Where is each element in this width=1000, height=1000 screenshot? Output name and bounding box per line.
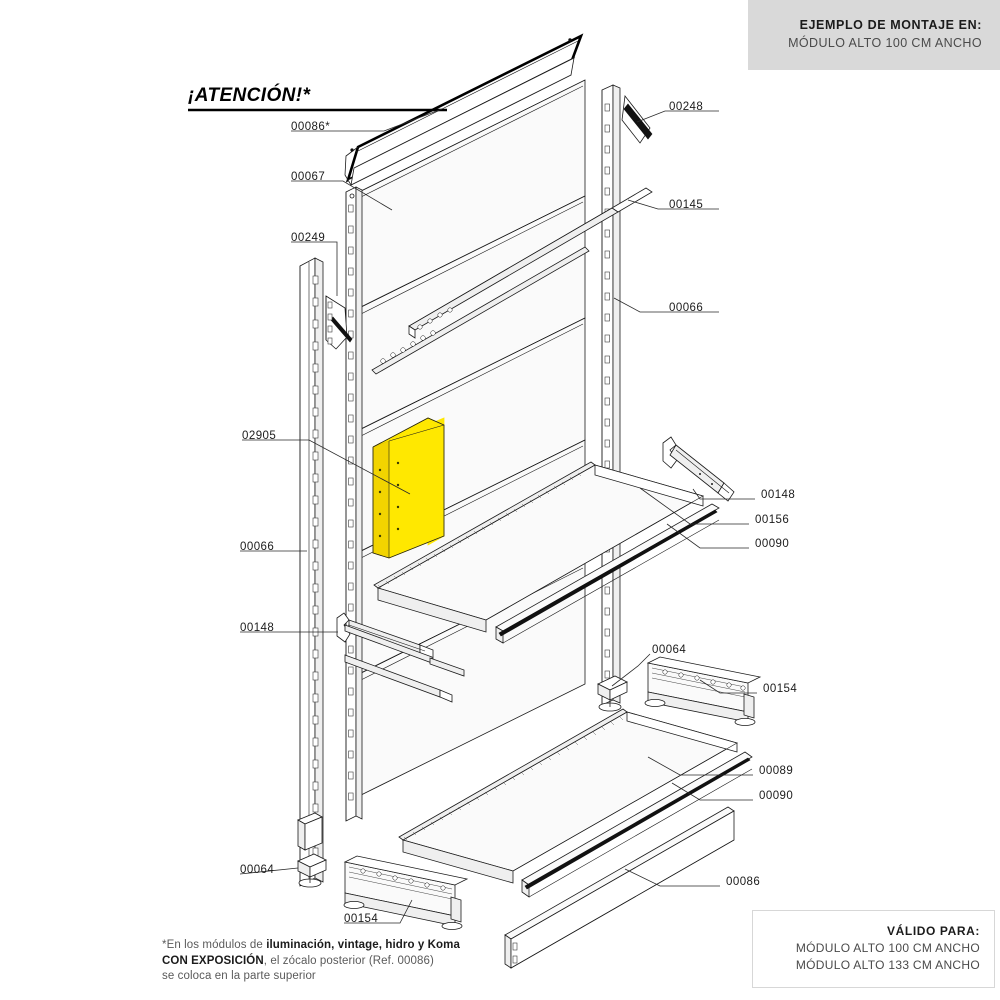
callout-label-00154: 00154	[344, 913, 379, 925]
callout-label-00067: 00067	[291, 171, 326, 183]
valid-for-line-2: MÓDULO ALTO 133 CM ANCHO	[795, 958, 980, 972]
callout-label-00148: 00148	[240, 622, 275, 634]
callout-label-00145: 00145	[669, 199, 704, 211]
callout-label-00064: 00064	[240, 864, 275, 876]
callout-label-00148: 00148	[761, 489, 796, 501]
part-00064-foot-left	[297, 853, 327, 888]
valid-for-box: VÁLIDO PARA: MÓDULO ALTO 100 CM ANCHO MÓ…	[752, 910, 995, 988]
footnote-text: *En los módulos de iluminación, vintage,…	[162, 938, 502, 985]
slat-rail-upper	[371, 246, 590, 375]
header-subtitle: MÓDULO ALTO 100 CM ANCHO	[788, 36, 982, 50]
callout-label-00066: 00066	[669, 302, 704, 314]
part-00090-plank-bottom	[521, 751, 753, 898]
part-00148-hook-right	[662, 436, 735, 502]
valid-for-title: VÁLIDO PARA:	[887, 924, 980, 938]
rail-bottom-left	[344, 654, 453, 703]
bracket-small-left-bottom	[297, 812, 323, 851]
callout-label-00066: 00066	[240, 541, 275, 553]
header-title: EJEMPLO DE MONTAJE EN:	[799, 18, 982, 32]
upright-post-front-left	[299, 257, 324, 887]
part-00249-bracket	[325, 295, 353, 350]
part-02905-highlighted	[372, 417, 445, 559]
part-00145-arm	[408, 187, 653, 339]
leader-lines	[188, 108, 757, 924]
callout-label-00248: 00248	[669, 101, 704, 113]
back-panel-group	[350, 79, 586, 801]
callout-label-02905: 02905	[242, 430, 277, 442]
callout-label-00249: 00249	[291, 232, 326, 244]
footnote-part1: *En los módulos de	[162, 939, 267, 951]
valid-for-line-1: MÓDULO ALTO 100 CM ANCHO	[795, 941, 980, 955]
upright-post-rear-left	[345, 186, 363, 822]
callout-label-00090: 00090	[755, 538, 790, 550]
part-00064-foot-right	[597, 675, 628, 712]
shelf-bottom-deck	[398, 708, 739, 884]
shelf-middle-assembly	[373, 461, 705, 633]
callout-label-00064: 00064	[652, 644, 687, 656]
slat-rail-lower	[344, 624, 465, 677]
callout-label-00086star: 00086*	[291, 121, 331, 133]
part-00148-hook-left	[336, 612, 434, 661]
callout-label-00086: 00086	[726, 876, 761, 888]
footnote-bold2: CON EXPOSICIÓN	[162, 954, 264, 967]
header-info-box: EJEMPLO DE MONTAJE EN: MÓDULO ALTO 100 C…	[748, 0, 1000, 70]
callout-label-00156: 00156	[755, 514, 790, 526]
part-00086-bottom-plinth	[504, 806, 735, 969]
footnote-part3: se coloca en la parte superior	[162, 970, 316, 982]
part-00248-bracket	[621, 94, 653, 144]
footnote-bold1: iluminación, vintage, hidro y Koma	[266, 939, 461, 951]
callout-label-00154: 00154	[763, 683, 798, 695]
callout-label-00089: 00089	[759, 765, 794, 777]
footnote-part2: , el zócalo posterior (Ref. 00086)	[263, 954, 434, 967]
part-00090-plank-middle	[495, 503, 720, 644]
part-00067-panel-marker	[349, 193, 355, 199]
callout-label-00090: 00090	[759, 790, 794, 802]
upright-post-rear-right	[601, 84, 621, 706]
part-00154-base-rail-right	[644, 656, 762, 727]
part-00086-top-trim	[344, 33, 584, 186]
attention-heading: ¡ATENCIÓN!*	[188, 85, 311, 106]
